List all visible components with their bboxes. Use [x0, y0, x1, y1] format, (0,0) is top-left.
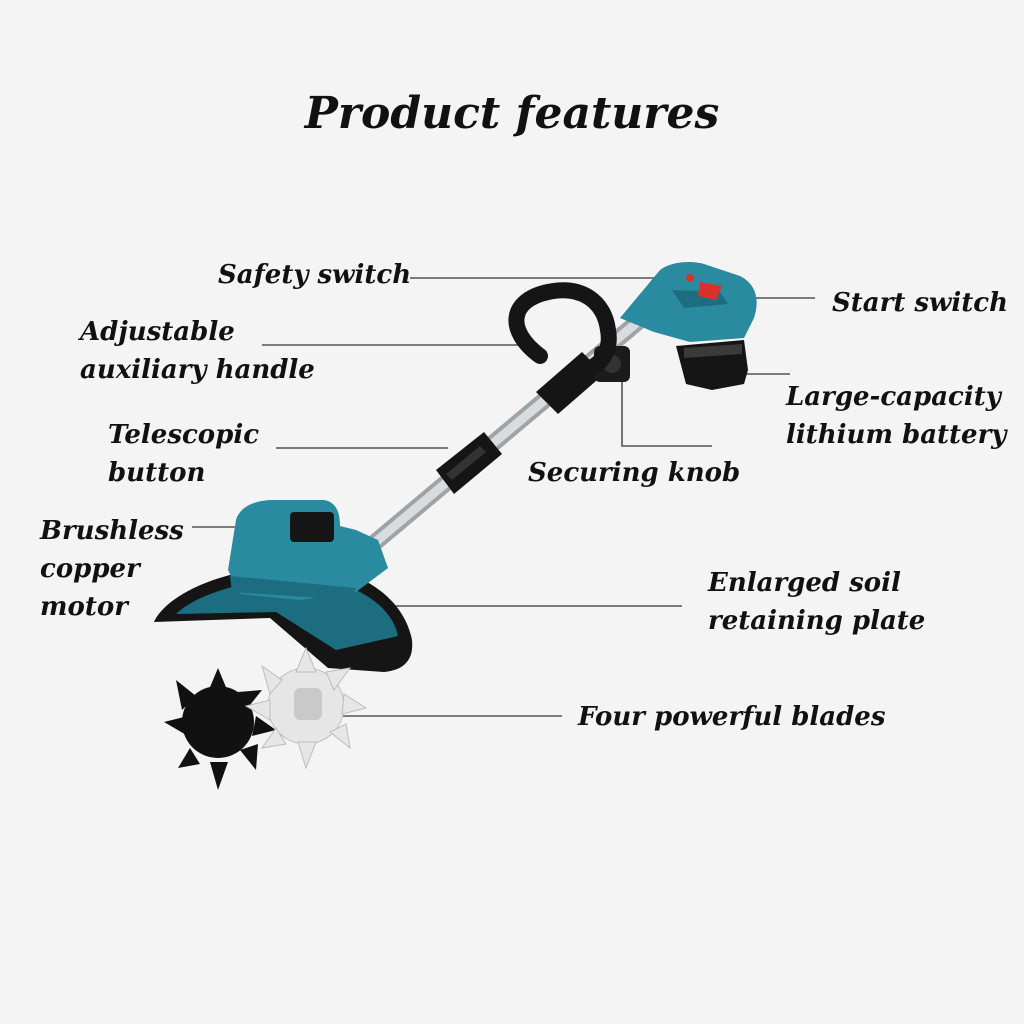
label-start-switch: Start switch	[832, 288, 1009, 318]
page-title: Product features	[304, 88, 720, 139]
label-battery: Large-capacity lithium battery	[786, 382, 1007, 450]
label-securing-knob: Securing knob	[528, 458, 741, 488]
label-blades: Four powerful blades	[578, 702, 886, 732]
label-telescopic-button: Telescopic button	[108, 420, 260, 488]
securing-knob-shape	[536, 346, 630, 414]
motor-housing-shape	[228, 500, 388, 600]
leader-securing-knob	[621, 382, 712, 447]
label-soil-plate: Enlarged soil retaining plate	[708, 568, 926, 636]
telescopic-coupling	[436, 432, 502, 494]
label-auxiliary-handle: Adjustable auxiliary handle	[80, 317, 315, 385]
rear-housing	[620, 262, 757, 342]
battery-shape	[676, 340, 748, 390]
dark-tine-wheel	[164, 668, 276, 790]
light-tine-wheel	[244, 646, 368, 770]
label-motor: Brushless copper motor	[40, 516, 184, 622]
auxiliary-handle-shape	[508, 282, 617, 376]
label-safety-switch: Safety switch	[218, 260, 412, 290]
